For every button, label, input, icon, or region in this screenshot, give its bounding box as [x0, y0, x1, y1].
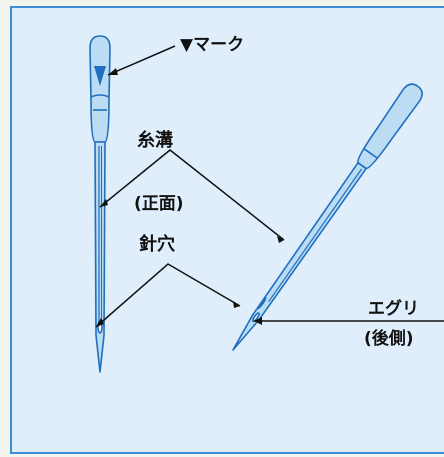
- needle-front-view: [89, 35, 111, 373]
- needle-front-shank: [89, 35, 111, 143]
- leader-lines: [95, 45, 444, 328]
- needle-eye-back: [252, 312, 260, 323]
- needle-back-view: [232, 83, 423, 351]
- label-needle-eye: 針穴: [139, 234, 175, 255]
- mark-triangle: [94, 66, 106, 86]
- leader-mark: [107, 45, 176, 76]
- label-front: (正面): [134, 194, 184, 214]
- label-mark: ▼マーク: [180, 35, 245, 55]
- needle-front-blade: [94, 141, 106, 373]
- leader-thread-groove: [99, 149, 285, 241]
- needle-back-shank: [357, 83, 423, 170]
- scarf-recess: [257, 296, 267, 310]
- thread-groove-back: [268, 168, 363, 303]
- diagram-panel: [10, 6, 444, 454]
- label-back: (後側): [364, 329, 414, 349]
- label-thread-groove: 糸溝: [137, 130, 173, 151]
- leader-needle-eye: [95, 263, 241, 328]
- label-scarf: エグリ: [368, 299, 419, 319]
